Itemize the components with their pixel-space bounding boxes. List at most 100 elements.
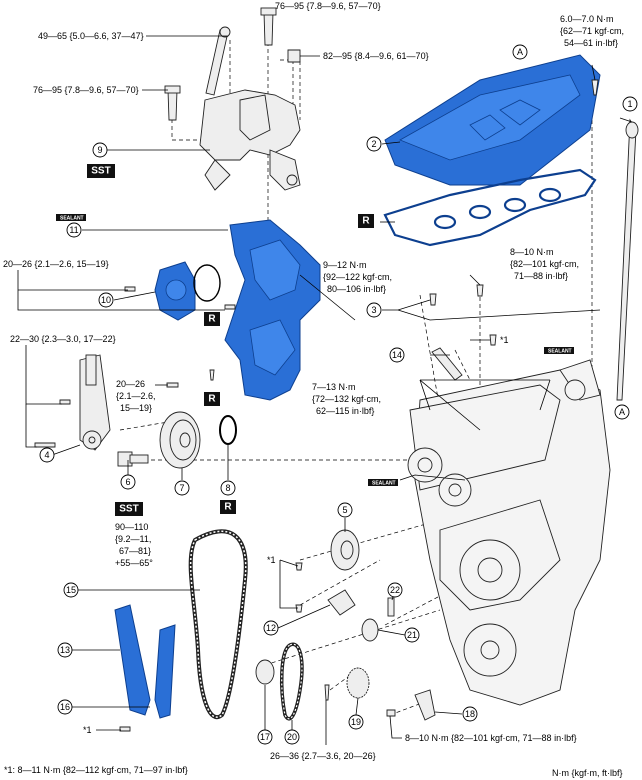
oil-pump-chain: [279, 642, 304, 721]
small-parts: [327, 347, 463, 721]
svg-text:2: 2: [371, 139, 376, 149]
r-badge-seal: R: [220, 500, 236, 514]
torque-label-chain-cover-b: {72—132 kgf·cm,: [312, 394, 381, 404]
r-badge-cover: R: [204, 392, 220, 406]
crankshaft-pulley: [159, 411, 237, 469]
svg-text:1: 1: [627, 99, 632, 109]
svg-text:16: 16: [60, 702, 70, 712]
svg-text:14: 14: [392, 350, 402, 360]
torque-ref-star-3: *1: [83, 725, 92, 735]
svg-text:10: 10: [101, 295, 111, 305]
svg-text:SST: SST: [91, 166, 110, 177]
torque-label-oil-pump: 26—36 {2.7—3.6, 20—26}: [270, 751, 376, 761]
engine-block: [407, 359, 611, 706]
sprockets: [255, 597, 395, 699]
callout-11: 11: [66, 222, 82, 238]
svg-text:R: R: [208, 314, 216, 325]
svg-text:12: 12: [266, 623, 276, 633]
callout-19: 19: [348, 714, 364, 730]
timing-chain-cover: [224, 219, 321, 401]
torque-label-chain-cover-a: 7—13 N·m: [312, 382, 356, 392]
svg-text:19: 19: [351, 717, 361, 727]
svg-text:R: R: [224, 502, 232, 513]
svg-text:8: 8: [225, 483, 230, 493]
badges: SST SST R R R R SEALANT SEALANT SEALANT: [56, 164, 574, 516]
callout-5: 5: [337, 502, 353, 518]
callout-18: 18: [462, 706, 478, 722]
torque-labels: 76—95 {7.8—9.6, 57—70} 49—65 {5.0—6.6, 3…: [3, 1, 624, 778]
torque-label-gasket-c: 80—106 in·lbf}: [327, 284, 386, 294]
svg-text:9: 9: [97, 145, 102, 155]
svg-text:SEALANT: SEALANT: [372, 481, 396, 487]
svg-text:20: 20: [287, 732, 297, 742]
water-pump-pulley: [330, 529, 360, 571]
svg-text:21: 21: [407, 630, 417, 640]
svg-text:SEALANT: SEALANT: [548, 349, 572, 355]
chain-tensioner: [79, 354, 111, 451]
callout-22: 22: [387, 582, 403, 598]
svg-text:A: A: [517, 47, 523, 57]
svg-text:13: 13: [60, 645, 70, 655]
callout-17: 17: [257, 729, 273, 745]
ref-a-top: A: [512, 44, 528, 60]
torque-label-crank-d: +55—65°: [115, 558, 153, 568]
svg-text:SEALANT: SEALANT: [60, 216, 84, 222]
torque-label-chain-cover-c: 62—115 in·lbf}: [316, 406, 374, 416]
svg-text:11: 11: [69, 225, 78, 235]
callout-12: 12: [263, 620, 279, 636]
torque-label-crank-c: 67—81}: [119, 546, 151, 556]
callout-13: 13: [57, 642, 73, 658]
torque-label-cover-a: 20—26: [116, 379, 145, 389]
callout-15: 15: [63, 582, 79, 598]
svg-text:15: 15: [66, 585, 76, 595]
callout-1: 1: [622, 96, 638, 112]
svg-text:5: 5: [342, 505, 347, 515]
svg-text:18: 18: [465, 709, 475, 719]
ref-a-bottom: A: [614, 404, 630, 420]
svg-text:3: 3: [371, 305, 376, 315]
torque-label-dipstick-b: {62—71 kgf·cm,: [560, 26, 624, 36]
callout-8: 8: [220, 480, 236, 496]
r-badge-vacuum: R: [204, 312, 220, 326]
torque-label-cover-c: 15—19}: [120, 403, 152, 413]
torque-label-mount-bolt: 76—95 {7.8—9.6, 57—70}: [33, 85, 139, 95]
svg-text:6: 6: [125, 477, 130, 487]
torque-label-head-b: {82—101 kgf·cm,: [510, 259, 579, 269]
torque-label-head-c: 71—88 in·lbf}: [514, 271, 568, 281]
svg-text:R: R: [362, 216, 370, 227]
callouts: 1 2 3 4 5 6 7 8 9 10 11 12 13 14 15 16 1…: [39, 44, 638, 745]
cylinder-head-cover: [384, 54, 601, 186]
head-cover-gasket: [383, 168, 597, 247]
crankshaft-bolt: [117, 451, 149, 467]
r-badge-gasket: R: [358, 214, 374, 228]
torque-ref-star-1: *1: [267, 555, 276, 565]
svg-text:22: 22: [390, 585, 400, 595]
callout-9: 9: [92, 142, 108, 158]
bolts: [34, 284, 497, 732]
timing-chain: [188, 529, 248, 719]
svg-text:A: A: [619, 407, 625, 417]
torque-label-head-a: 8—10 N·m: [510, 247, 554, 257]
torque-label-crank-a: 90—110: [115, 522, 148, 532]
svg-text:4: 4: [44, 450, 49, 460]
torque-label-gasket-a: 9—12 N·m: [323, 260, 367, 270]
callout-14: 14: [389, 347, 405, 363]
callout-10: 10: [98, 292, 114, 308]
torque-label-dipstick-c: 54—61 in·lbf}: [564, 38, 618, 48]
torque-label-mount-nut: 82—95 {8.4—9.6, 61—70}: [323, 51, 429, 61]
chain-guides: [114, 604, 176, 719]
svg-text:R: R: [208, 394, 216, 405]
sst-badge-crank: SST: [115, 502, 143, 516]
leader-lines: [17, 35, 633, 745]
torque-label-mount-stud: 49—65 {5.0—6.6, 37—47}: [38, 31, 144, 41]
sealant-icon-head: SEALANT: [544, 347, 574, 355]
callout-16: 16: [57, 699, 73, 715]
torque-label-gasket-b: {92—122 kgf·cm,: [323, 272, 392, 282]
torque-ref-star-2: *1: [500, 335, 509, 345]
torque-label-vacuum-pump: 20—26 {2.1—2.6, 15—19}: [3, 259, 109, 269]
torque-label-cover-b: {2.1—2.6,: [116, 391, 156, 401]
sst-badge-mount: SST: [87, 164, 115, 178]
svg-text:SST: SST: [119, 504, 138, 515]
sealant-icon-block: SEALANT: [368, 479, 398, 487]
torque-label-cover-bolt: 76—95 {7.8—9.6, 57—70}: [275, 1, 381, 11]
